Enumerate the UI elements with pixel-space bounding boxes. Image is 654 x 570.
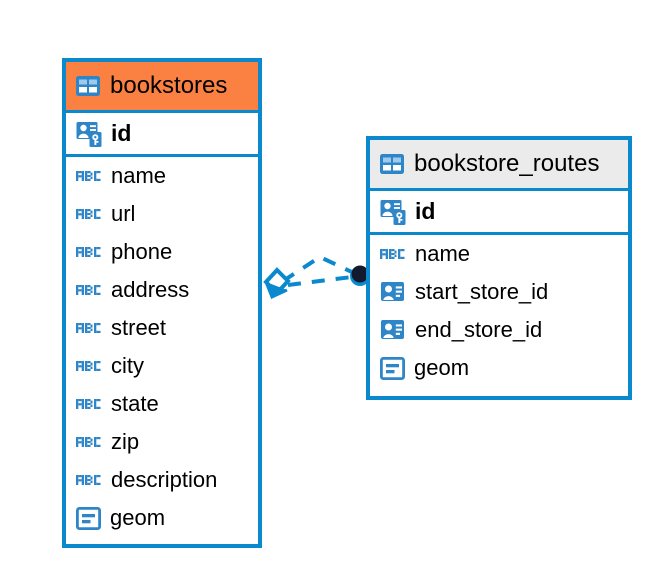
abc-text-icon: [76, 437, 101, 447]
abc-text-icon: [76, 171, 101, 181]
field-label: phone: [111, 239, 173, 264]
field-row-geom[interactable]: geom: [370, 349, 628, 387]
field-label: geom: [414, 355, 470, 380]
foreign-key-icon: [381, 282, 404, 301]
field-label: name: [415, 241, 471, 266]
field-row-primary-key[interactable]: id: [370, 188, 628, 235]
field-label: name: [111, 163, 167, 188]
abc-text-icon: [76, 475, 101, 485]
abc-text-icon: [76, 323, 101, 333]
field-row-address[interactable]: address: [66, 271, 258, 309]
abc-text-icon: [76, 285, 101, 295]
field-label: state: [111, 391, 159, 416]
entity-bookstores[interactable]: bookstores id: [62, 58, 262, 548]
primary-key-icon: [380, 199, 406, 225]
table-grid-icon: [76, 76, 100, 96]
field-row-zip[interactable]: zip: [66, 423, 258, 461]
field-row-phone[interactable]: phone: [66, 233, 258, 271]
field-label: id: [111, 120, 132, 146]
field-row-url[interactable]: url: [66, 195, 258, 233]
field-row-street[interactable]: street: [66, 309, 258, 347]
relationship-line-lower: [287, 275, 353, 287]
abc-text-icon: [76, 247, 101, 257]
abc-text-icon: [380, 249, 405, 259]
field-label: end_store_id: [415, 317, 543, 342]
field-label: url: [111, 201, 136, 226]
diamond-marker-icon: [263, 267, 291, 300]
abc-text-icon: [76, 399, 101, 409]
entity-header-bookstores[interactable]: bookstores: [66, 62, 258, 110]
abc-text-icon: [76, 209, 101, 219]
entity-bookstore-routes[interactable]: bookstore_routes id: [366, 136, 632, 400]
field-label: start_store_id: [415, 279, 549, 304]
field-row-start-store-id[interactable]: start_store_id: [370, 273, 628, 311]
field-row-primary-key[interactable]: id: [66, 110, 258, 157]
field-row-city[interactable]: city: [66, 347, 258, 385]
field-row-state[interactable]: state: [66, 385, 258, 423]
field-label: geom: [110, 505, 166, 530]
field-row-description[interactable]: description: [66, 461, 258, 499]
field-label: id: [415, 198, 436, 224]
field-label: description: [111, 467, 218, 492]
field-row-name[interactable]: name: [370, 235, 628, 273]
foreign-key-icon: [381, 320, 404, 339]
field-row-name[interactable]: name: [66, 157, 258, 195]
field-label: city: [111, 353, 144, 378]
field-row-geom[interactable]: geom: [66, 499, 258, 537]
entity-header-bookstore-routes[interactable]: bookstore_routes: [370, 140, 628, 188]
field-row-end-store-id[interactable]: end_store_id: [370, 311, 628, 349]
relationship-line-upper: [281, 254, 355, 283]
field-label: zip: [111, 429, 140, 454]
geometry-icon: [380, 356, 405, 380]
field-label: address: [111, 277, 190, 302]
field-label: street: [111, 315, 167, 340]
table-grid-icon: [380, 154, 404, 174]
geometry-icon: [76, 506, 101, 530]
entity-title: bookstores: [110, 72, 228, 99]
primary-key-icon: [76, 121, 102, 147]
abc-text-icon: [76, 361, 101, 371]
entity-title: bookstore_routes: [414, 150, 600, 177]
